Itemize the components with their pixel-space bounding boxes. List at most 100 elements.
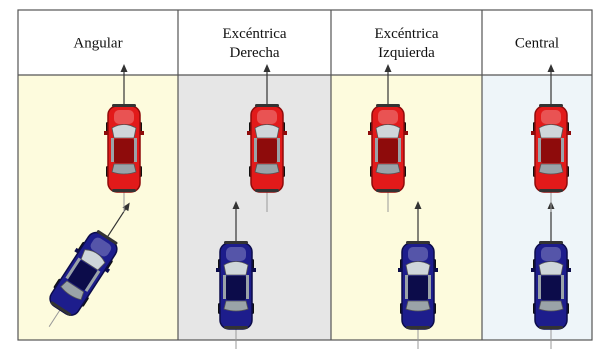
rear-window [538, 163, 564, 175]
mirror [531, 268, 535, 272]
side-window [246, 275, 249, 299]
trail-line [48, 309, 61, 327]
table-grid [17, 9, 593, 341]
windshield [375, 124, 401, 139]
rear-bumper [112, 189, 136, 192]
windshield [111, 124, 137, 139]
mirror [104, 131, 108, 135]
mirror [567, 131, 571, 135]
mirror [74, 247, 80, 254]
side-window [277, 138, 280, 162]
rear-window [254, 163, 280, 175]
windshield [80, 249, 106, 271]
rear-bumper [50, 301, 72, 316]
side-window [65, 257, 82, 280]
red-car-central [531, 64, 571, 212]
hood-highlight [90, 237, 112, 257]
red-car-excentrica-izquierda [368, 64, 408, 212]
mirror [140, 131, 144, 135]
red-car-angular [104, 64, 144, 212]
side-window [254, 138, 257, 162]
arrow-head-icon [547, 64, 555, 72]
side-window [375, 138, 378, 162]
front-bumper [406, 241, 430, 244]
side-window [428, 275, 431, 299]
front-bumper [255, 104, 279, 107]
arrow-head-icon [384, 64, 392, 72]
front-bumper [112, 104, 136, 107]
roof [378, 139, 398, 163]
arrow-head-icon [414, 201, 422, 209]
blue-car-central [531, 201, 571, 349]
mirror [434, 268, 438, 272]
mirror [104, 267, 111, 273]
mirror [531, 131, 535, 135]
mirror [368, 131, 372, 135]
rear-bumper [406, 326, 430, 329]
header-label-excentrica-derecha-line2: Derecha [230, 45, 280, 61]
side-window [538, 275, 541, 299]
hood-highlight [541, 247, 561, 261]
rear-bumper [539, 326, 563, 329]
mirror [216, 268, 220, 272]
header-row [18, 10, 592, 75]
hood-highlight [541, 110, 561, 124]
hood-highlight [114, 110, 134, 124]
mirror [404, 131, 408, 135]
side-window [111, 138, 114, 162]
rear-bumper [539, 189, 563, 192]
side-window [223, 275, 226, 299]
roof [541, 139, 561, 163]
hood-highlight [378, 110, 398, 124]
mirror [567, 268, 571, 272]
rear-bumper [376, 189, 400, 192]
front-bumper [224, 241, 248, 244]
roof [114, 139, 134, 163]
side-window [84, 270, 101, 292]
blue-car-excentrica-derecha [216, 201, 256, 349]
roof [408, 276, 428, 300]
roof [257, 139, 277, 163]
side-window [134, 138, 137, 162]
arrow-head-icon [263, 64, 271, 72]
mirror [252, 268, 256, 272]
roof [541, 276, 561, 300]
red-car-excentrica-derecha [247, 64, 287, 212]
blue-car-excentrica-izquierda [398, 201, 438, 349]
windshield [405, 261, 431, 276]
rear-window [223, 300, 249, 312]
arrow-head-icon [120, 64, 128, 72]
windshield [538, 261, 564, 276]
roof [68, 260, 97, 291]
mirror [283, 131, 287, 135]
side-window [538, 138, 541, 162]
front-bumper [96, 230, 118, 245]
rear-bumper [224, 326, 248, 329]
rear-window [375, 163, 401, 175]
side-window [561, 275, 564, 299]
windshield [538, 124, 564, 139]
side-window [398, 138, 401, 162]
header-label-angular: Angular [73, 36, 122, 52]
hood-highlight [226, 247, 246, 261]
arrow-head-icon [122, 202, 130, 212]
header-label-excentrica-izquierda-line1: Excéntrica [374, 26, 438, 42]
rear-window [538, 300, 564, 312]
hood-highlight [408, 247, 428, 261]
roof [226, 276, 246, 300]
column-bg-angular [18, 75, 178, 340]
header-label-central: Central [515, 36, 559, 52]
header-label-excentrica-izquierda-line2: Izquierda [378, 45, 435, 61]
hood-highlight [257, 110, 277, 124]
front-bumper [376, 104, 400, 107]
rear-window [405, 300, 431, 312]
windshield [223, 261, 249, 276]
side-window [405, 275, 408, 299]
arrow-head-icon [232, 201, 240, 209]
side-window [561, 138, 564, 162]
header-label-excentrica-derecha-line1: Excéntrica [222, 26, 286, 42]
mirror [247, 131, 251, 135]
front-bumper [539, 104, 563, 107]
blue-car-angular [48, 202, 130, 327]
